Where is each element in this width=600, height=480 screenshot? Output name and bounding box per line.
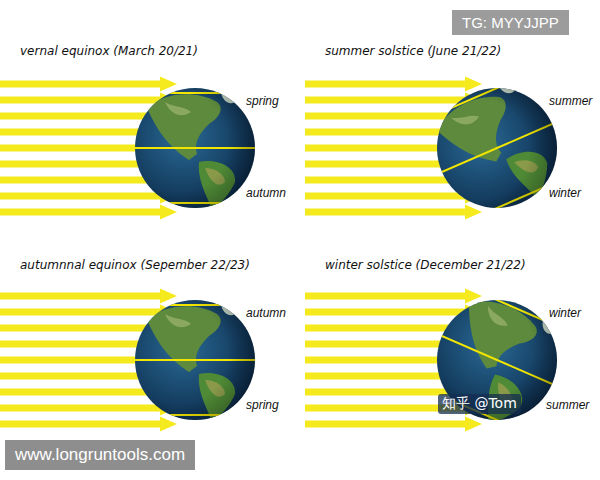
watermark: TG: MYYJJPP (452, 10, 569, 35)
sun-rays (0, 77, 482, 432)
panel-title: autumnnal equinox (Sepember 22/23) (20, 258, 250, 272)
watermark: www.longruntools.com (5, 440, 195, 470)
season-label: autumn (246, 186, 286, 200)
earth-globes (120, 63, 591, 449)
panel-title: summer solstice (June 21/22) (325, 44, 501, 58)
panel-title: winter solstice (December 21/22) (325, 258, 526, 272)
watermark: 知乎 @Tom (438, 394, 521, 414)
season-label: summer (549, 94, 592, 108)
season-label: spring (246, 398, 279, 412)
season-label: winter (549, 306, 581, 320)
season-label: autumn (246, 306, 286, 320)
season-label: summer (546, 398, 589, 412)
season-label: spring (246, 94, 279, 108)
season-label: winter (549, 186, 581, 200)
panel-title: vernal equinox (March 20/21) (20, 44, 198, 58)
